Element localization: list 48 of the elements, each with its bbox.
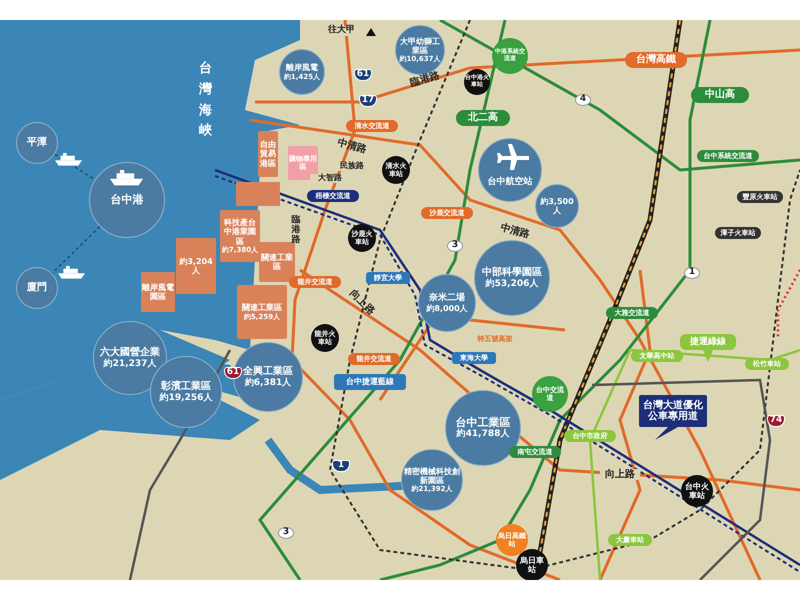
zone-circle xyxy=(418,274,476,332)
zone-block: 關連工業區 xyxy=(259,242,295,282)
worker-count: 約41,788人 xyxy=(456,429,510,440)
road-name: 中清路 xyxy=(498,221,532,242)
zone-block xyxy=(220,210,260,262)
zone-block: 自由貿易港區 xyxy=(258,131,278,177)
direction-label: 往大甲 xyxy=(328,26,355,36)
road-name: 臨港路 xyxy=(408,69,442,90)
zone-name: 奈米二場 xyxy=(429,293,465,304)
zone-circle xyxy=(279,49,325,95)
zone-circle: 台中航空站 xyxy=(478,138,542,202)
highway-shield: 4 xyxy=(575,94,591,106)
zone-name: 大甲幼獅工業區 xyxy=(399,36,441,55)
zone-name: 六大國營企業 xyxy=(100,347,160,358)
road-name: 向上路 xyxy=(600,469,640,480)
zone-name: 台中工業區 xyxy=(456,416,510,428)
ferry-route xyxy=(52,226,100,274)
zone-block xyxy=(237,285,287,339)
highway-shield: 1 xyxy=(684,267,700,279)
zone-block: 約3,204人 xyxy=(176,238,216,294)
road-name: 向上路 xyxy=(346,287,378,319)
zone-name: 全興工業區 xyxy=(243,366,293,378)
zone-name: 精密機械科技創新園區 xyxy=(403,466,461,485)
zone-block: 離岸風電園區 xyxy=(141,272,175,312)
line-tag: 中山高 xyxy=(691,87,749,103)
line-tag: 台灣高鐵 xyxy=(625,52,687,68)
zone-name: 彰濱工業區 xyxy=(161,381,211,392)
worker-count: 約19,256人 xyxy=(160,392,212,403)
line-tag: 北二高 xyxy=(456,110,510,126)
place-tag: 台中捷運藍線 xyxy=(334,374,406,390)
zone-name: 關連工業區 xyxy=(242,303,282,313)
worker-count: 約8,000人 xyxy=(426,304,468,313)
zone-circle xyxy=(401,449,463,511)
worker-count: 約21,237人 xyxy=(104,358,156,369)
zone-name: 中部科學園區 xyxy=(482,267,542,278)
strait-name: 台灣海峽 xyxy=(198,60,212,140)
highway-shield: 3 xyxy=(447,240,463,252)
station-circle: 烏日車站 xyxy=(516,549,548,580)
zone-name: 離岸風電 xyxy=(286,63,318,73)
ferry-route xyxy=(54,154,96,180)
worker-count: 約53,206人 xyxy=(486,278,538,289)
road-name: 中清路 xyxy=(335,136,369,157)
zone-circle: 約3,500人 xyxy=(535,184,579,228)
zone-block xyxy=(236,182,280,206)
zone-name: 科技產台中港業園區 xyxy=(222,218,257,246)
highway-shield: 3 xyxy=(278,527,294,539)
station-circle: 台中火車站 xyxy=(681,475,713,507)
worker-count: 約6,381人 xyxy=(244,378,292,388)
